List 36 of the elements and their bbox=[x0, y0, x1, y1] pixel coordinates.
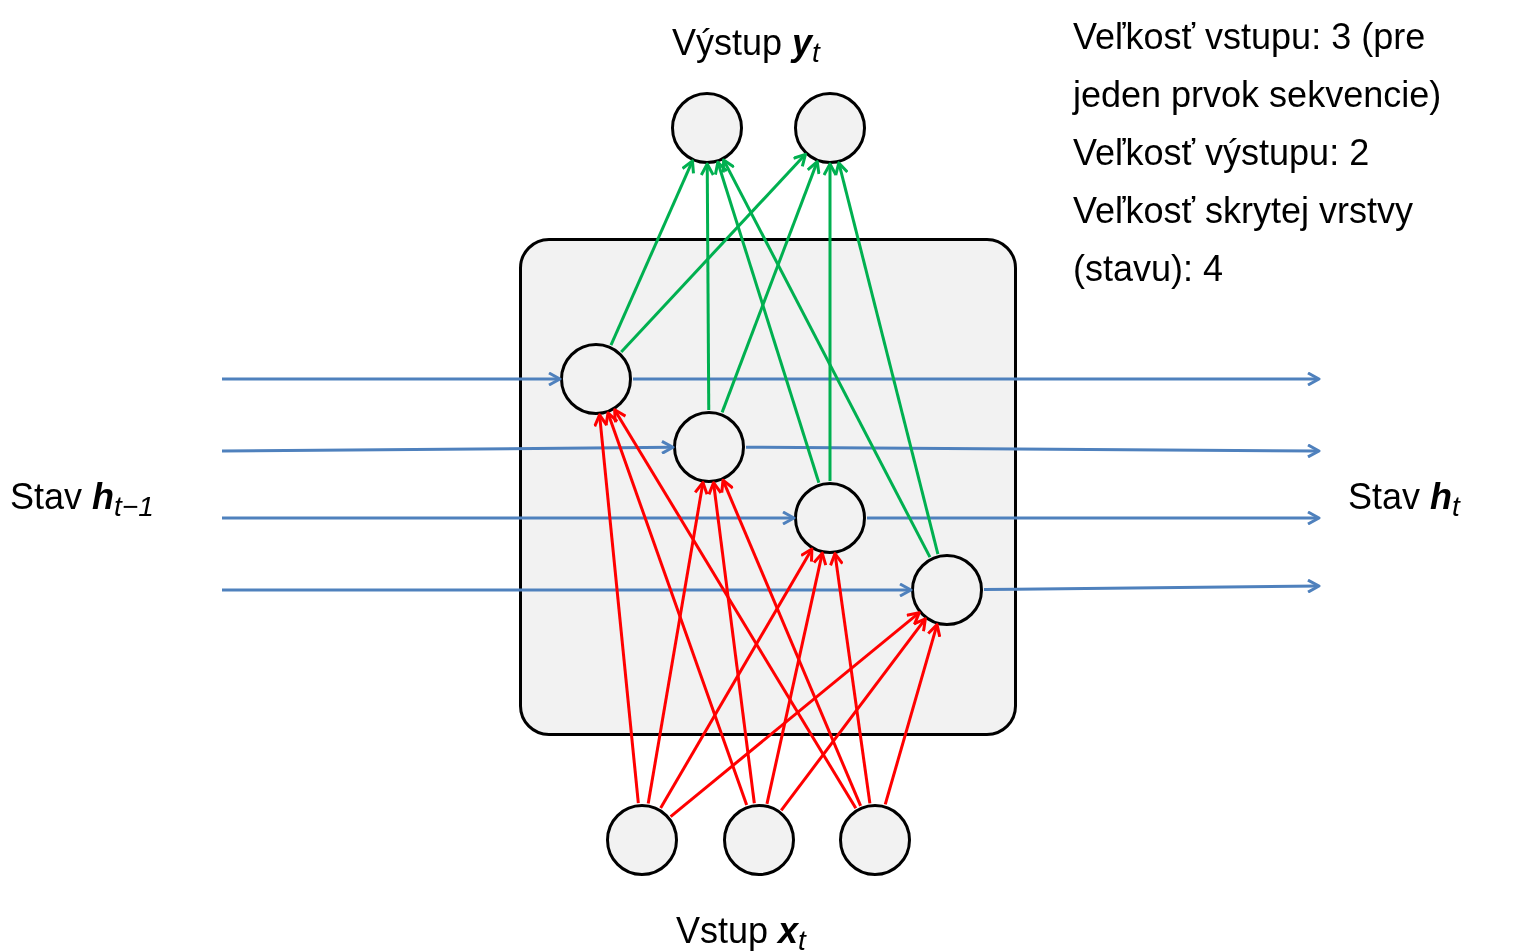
arrow bbox=[713, 160, 821, 484]
note-text: Veľkosť vstupu: 3 (pre jeden prvok sekvencie) bbox=[1073, 15, 1443, 117]
arrow bbox=[659, 547, 814, 809]
arrow bbox=[222, 371, 562, 387]
input-label: Vstup x$_{t}$ bbox=[676, 909, 806, 952]
arrow bbox=[609, 159, 695, 346]
arrow bbox=[984, 578, 1321, 594]
arrow bbox=[593, 413, 640, 804]
arrow bbox=[867, 510, 1321, 526]
arrow bbox=[222, 582, 913, 598]
output-state-label: Stav h$_{t}$ bbox=[1348, 475, 1460, 524]
arrow bbox=[222, 510, 796, 526]
arrow bbox=[222, 439, 675, 455]
arrow bbox=[699, 162, 715, 410]
arrow bbox=[834, 161, 940, 555]
arrow bbox=[646, 481, 709, 804]
note-text: Veľkosť výstupu: 2 bbox=[1073, 131, 1371, 175]
arrow bbox=[765, 551, 828, 805]
arrow bbox=[780, 617, 927, 812]
arrow bbox=[633, 371, 1321, 387]
arrow bbox=[613, 408, 858, 810]
arrow bbox=[829, 552, 872, 804]
arrow bbox=[620, 152, 807, 353]
note-text: Veľkosť skrytej vrstvy (stavu): 4 bbox=[1073, 189, 1415, 291]
cell-box bbox=[519, 238, 1017, 736]
arrow bbox=[707, 481, 756, 804]
arrow bbox=[883, 623, 942, 805]
arrow bbox=[720, 478, 862, 807]
output-label: Výstup y$_{t}$ bbox=[672, 21, 820, 70]
arrow bbox=[822, 162, 838, 481]
input-state-label: Stav h$_{t−1}$ bbox=[10, 475, 154, 524]
arrow bbox=[721, 158, 932, 558]
arrow bbox=[669, 611, 921, 818]
arrow bbox=[720, 160, 821, 413]
arrow bbox=[746, 443, 1321, 459]
arrow bbox=[604, 411, 749, 806]
